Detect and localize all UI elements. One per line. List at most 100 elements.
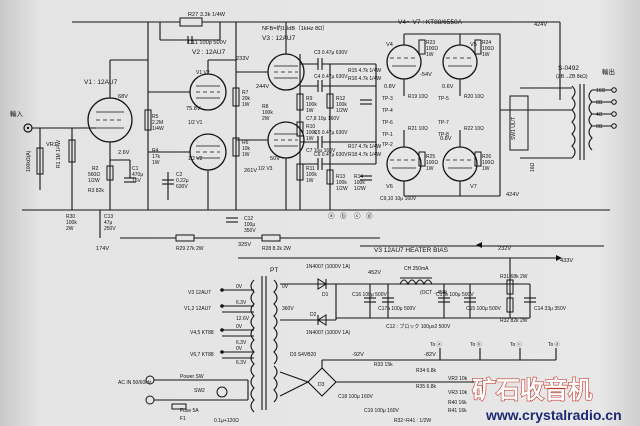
c8-label: C7,8 10μ 160V <box>306 116 340 122</box>
heater-v67: V6,7 KT88 <box>190 352 214 358</box>
r6-label: R6 <box>242 140 249 146</box>
tap-volt-6: 6.3V <box>236 360 247 366</box>
c910-label: C9,10 10μ 160V <box>380 196 417 202</box>
v2-758v: 75.8V <box>186 106 201 112</box>
tap-8: 8Ω <box>596 100 603 106</box>
input-stage: 輸入 VR1 100kΩ(A) R1 1M 1/4W <box>10 109 76 200</box>
sw2-label: SW2 <box>194 388 205 394</box>
r40-label: R40 16k <box>448 400 467 406</box>
r24-watt: 1W <box>482 52 490 58</box>
c2-value: 0.22μ <box>176 178 189 184</box>
tap-volt-5: 0V <box>236 346 243 352</box>
c13-label: C13 <box>104 214 113 220</box>
tp8: TP-8 <box>438 132 449 138</box>
c13-value: 47μ <box>104 220 113 226</box>
c3-label: C3 0.47μ 630V <box>314 50 348 56</box>
r4-watt: 1W <box>152 160 160 166</box>
r14-label: R14 <box>354 174 363 180</box>
input-label: 輸入 <box>10 109 24 118</box>
r41-label: R41 16k <box>448 408 467 414</box>
tube-v2: V2 : 12AU7 V1 V2 75.8V 1/2 V2 1/2 V1 <box>148 49 227 200</box>
heater-outputs: V3 12AU7 V1,2 12AU7 V4,5 KT88 V6,7 KT88 … <box>184 284 294 366</box>
fuse-label: Fuse 5A <box>180 408 199 414</box>
r24-value: 100Ω <box>482 46 494 52</box>
ch-label: CH 250mA <box>404 266 429 272</box>
nfb-label: NFB=約10dB（1kHz 8Ω） <box>262 24 328 32</box>
r3-label: R3 82k <box>88 188 104 194</box>
v08-2: 0.8V <box>440 136 452 142</box>
acin-label: AC IN 50/60Hz <box>118 380 152 386</box>
v6-tag: V6 <box>386 184 393 190</box>
r15-label: R15 4.7k 1/4W <box>348 68 381 74</box>
r28-label: R28 8.2k 2W <box>262 246 291 252</box>
r25-value: 100Ω <box>426 160 438 166</box>
c18-label: C18 100μ 160V <box>338 394 374 400</box>
r10-value: 100k <box>306 130 317 136</box>
r7-label: R7 <box>242 90 249 96</box>
c12-label: C12 <box>244 216 253 222</box>
v08-1: 0.8V <box>384 84 396 90</box>
tap-volt-8: 360V <box>282 306 294 312</box>
watermark-url: www.crystalradio.cn <box>485 407 622 423</box>
heater-v3: V3 12AU7 <box>188 290 211 296</box>
r24-label: R24 <box>482 40 491 46</box>
r11-value: 100k <box>306 172 317 178</box>
v261: 261V <box>244 168 257 174</box>
coupling-caps: C3 0.47μ 630V C4 0.47μ 630V C5 0.47μ 630… <box>300 50 381 170</box>
c17a-label: C17a 100μ 500V <box>378 306 416 312</box>
c15-label: C15 100μ 500V <box>466 306 502 312</box>
ch-sub: (OCT→450) <box>420 290 448 296</box>
d3-mark: D3 <box>318 382 325 388</box>
v3-label: V3 : 12AU7 <box>262 35 296 42</box>
c1-value: 470μ <box>132 172 143 178</box>
r6-value: 10k <box>242 146 251 152</box>
tap-volt-3: 0V <box>236 324 243 330</box>
tap-volt-4: 6.3V <box>236 340 247 346</box>
heater-bias-label: V3 12AU7 HEATER BIAS <box>374 247 449 254</box>
r1-label: R1 1M 1/4W <box>56 140 62 168</box>
v4v7-label: V4～V7 : KT88/6550A <box>398 19 463 26</box>
r8-label: R8 <box>262 104 269 110</box>
v424-bottom: 424V <box>506 192 519 198</box>
r17-label: R17 4.7k 1/4W <box>348 144 381 150</box>
vr1-label: VR1 <box>46 142 57 148</box>
tp5: TP-5 <box>438 96 449 102</box>
r25-label: R25 <box>426 154 435 160</box>
r19-label: R19 10Ω <box>408 94 428 100</box>
v7-tag: V7 <box>470 184 477 190</box>
c1-volt: 16V <box>132 178 142 184</box>
r30-label: R30 <box>66 214 75 220</box>
r26-label: R26 <box>482 154 491 160</box>
output-label: 輸出 <box>602 67 615 76</box>
d2-label: 1N4007 (1000V 1A) <box>306 330 351 336</box>
r21-label: R21 10Ω <box>408 126 428 132</box>
pt-label: PT <box>270 267 278 274</box>
c7-label: C7 10μ 160V <box>306 148 336 154</box>
heater-v45: V4,5 KT88 <box>190 330 214 336</box>
sw1-label: SW1 UL/T <box>511 117 517 140</box>
c12-value: 100μ <box>244 222 255 228</box>
half-v1-label: 1/2 V1 <box>188 120 203 126</box>
watermark-cn: 矿石收音机 <box>472 376 592 404</box>
hv-supply: 1N4007 (1000V 1A) D1 D2 1N4007 (1000V 1A… <box>280 258 567 336</box>
c6-label: C6 0.47μ 630V <box>314 152 348 158</box>
tp2: TP-2 <box>382 142 393 148</box>
v452: 452V <box>368 270 381 276</box>
r13-watt: 1/2W <box>336 186 348 192</box>
v2-loads: 233V R7 20k 1W R6 10k 1W 261V C2 0.22μ 6… <box>162 22 257 200</box>
r11-label: R11 <box>306 166 315 172</box>
r5-label: R5 <box>152 114 159 120</box>
v424-top: 424V <box>534 22 547 28</box>
half-v2-label: 1/2 V2 <box>188 156 203 162</box>
v1-26v: 2.6V <box>118 150 130 156</box>
vr2-label: VR2 10k <box>448 376 468 382</box>
r2-watt: 1/2W <box>88 178 100 184</box>
to-a: To ⓐ <box>430 341 442 348</box>
r20-label: R20 10Ω <box>464 94 484 100</box>
site-watermark: 矿石收音机 www.crystalradio.cn <box>471 375 622 423</box>
v3-resistors: R9 100k 1W R10 100k 1W R11 100k 1W R8 10… <box>262 54 317 200</box>
r4-label: R4 <box>152 148 159 154</box>
to-d: To ⓓ <box>548 341 560 348</box>
tap-volt-0: 0V <box>236 284 243 290</box>
